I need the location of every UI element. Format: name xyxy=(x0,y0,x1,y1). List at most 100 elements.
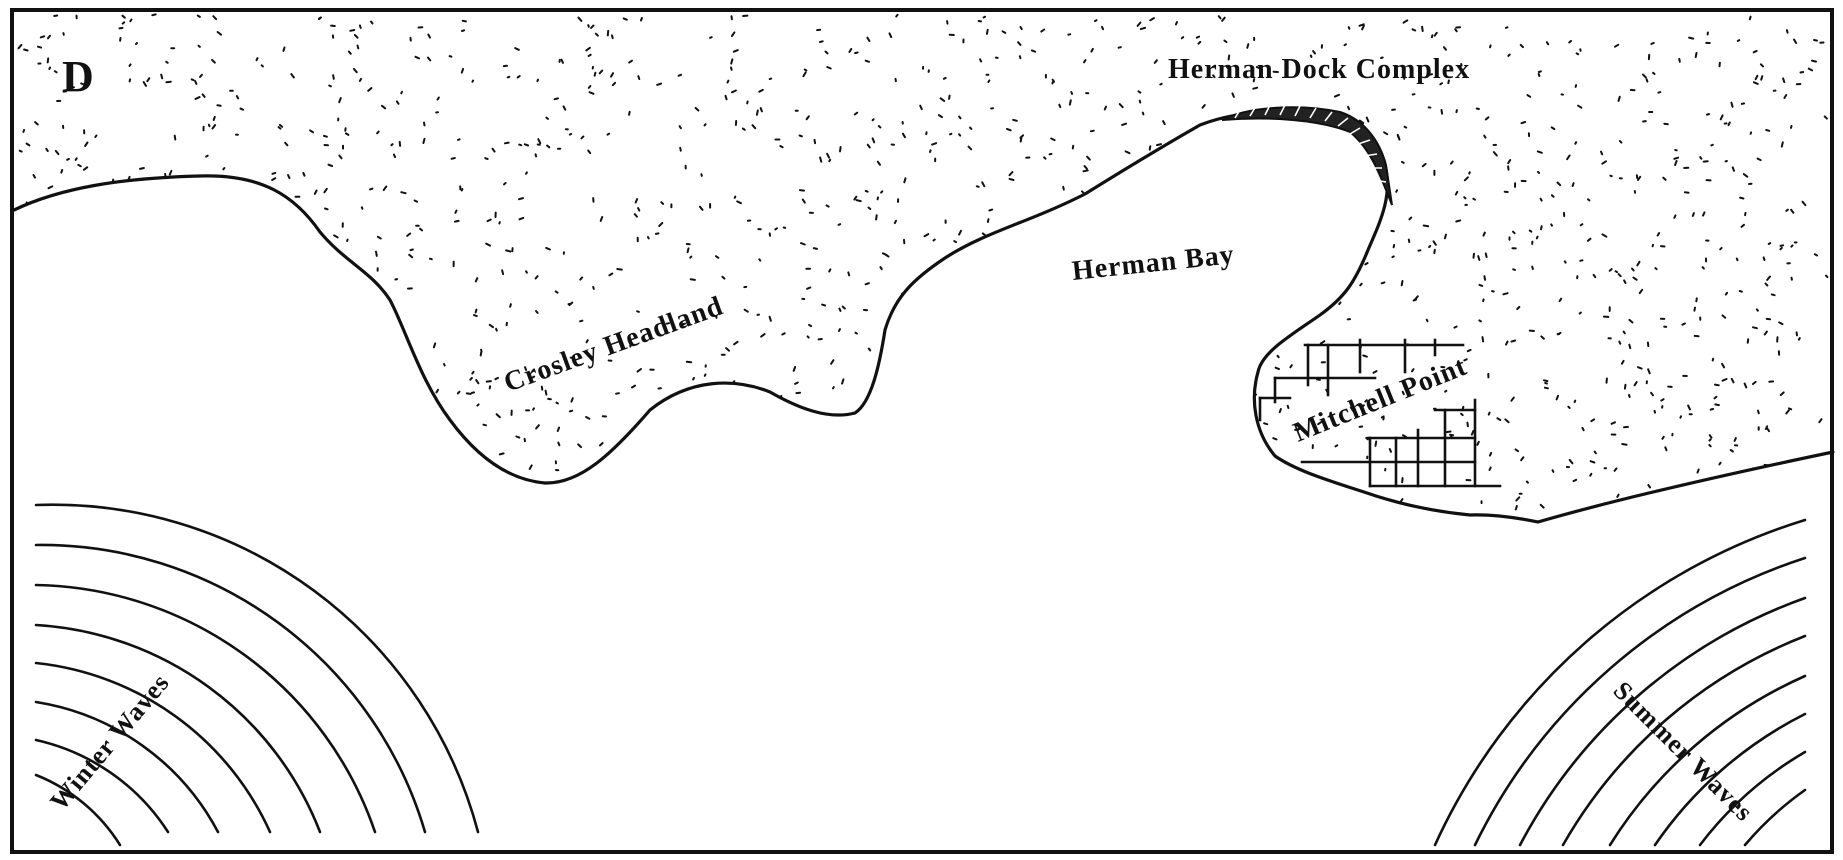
stipple-dot xyxy=(610,72,615,78)
stipple-dot xyxy=(855,199,862,203)
stipple-dot xyxy=(918,324,923,330)
stipple-dot xyxy=(1212,74,1216,79)
stipple-dot xyxy=(636,368,642,373)
stipple-dot xyxy=(503,182,507,186)
stipple-dot xyxy=(953,499,960,504)
stipple-dot xyxy=(985,28,989,35)
stipple-dot xyxy=(1544,381,1548,385)
stipple-dot xyxy=(413,199,418,203)
stipple-dot xyxy=(1470,429,1475,436)
stipple-dot xyxy=(470,492,476,496)
stipple-dot xyxy=(724,94,728,101)
stipple-dot xyxy=(1237,410,1240,415)
stipple-dot xyxy=(1101,452,1105,457)
stipple-dot xyxy=(77,320,81,325)
stipple-dot xyxy=(725,347,731,352)
stipple-dot xyxy=(131,446,135,451)
stipple-dot xyxy=(324,314,332,317)
stipple-dot xyxy=(535,424,540,430)
stipple-dot xyxy=(180,383,184,387)
stipple-dot xyxy=(504,141,510,145)
stipple-dot xyxy=(139,369,143,374)
stipple-dot xyxy=(1539,197,1543,202)
stipple-dot xyxy=(1053,359,1060,363)
stipple-dot xyxy=(1180,36,1185,40)
stipple-dot xyxy=(877,125,882,129)
stipple-dot xyxy=(246,326,251,331)
stipple-dot xyxy=(142,367,146,374)
stipple-dot xyxy=(1601,160,1607,165)
stipple-dot xyxy=(1573,399,1577,404)
stipple-dot xyxy=(580,135,585,140)
stipple-dot xyxy=(1660,398,1665,402)
stipple-dot xyxy=(333,234,339,239)
stipple-dot xyxy=(906,342,911,349)
stipple-dot xyxy=(157,363,164,367)
stipple-dot xyxy=(1270,177,1274,183)
stipple-dot xyxy=(498,452,505,456)
stipple-dot xyxy=(471,370,475,375)
stipple-dot xyxy=(173,296,178,303)
stipple-dot xyxy=(366,279,373,283)
stipple-dot xyxy=(101,245,108,249)
stipple-dot xyxy=(1268,159,1275,164)
stipple-dot xyxy=(355,332,360,338)
stipple-dot xyxy=(903,177,907,184)
stipple-dot xyxy=(988,313,992,317)
stipple-dot xyxy=(70,370,76,373)
stipple-dot xyxy=(970,321,976,325)
stipple-dot xyxy=(1403,125,1408,129)
stipple-dot xyxy=(223,444,228,449)
stipple-dot xyxy=(700,391,705,395)
stipple-dot xyxy=(211,58,216,64)
stipple-dot xyxy=(730,58,734,65)
stipple-dot xyxy=(1536,150,1543,154)
stipple-dot xyxy=(351,471,357,474)
stipple-dot xyxy=(1691,506,1694,511)
stipple-dot xyxy=(1118,103,1124,109)
stipple-dot xyxy=(1360,495,1365,501)
stipple-dot xyxy=(1392,244,1396,249)
stipple-dot xyxy=(1572,478,1578,483)
stipple-dot xyxy=(931,511,936,518)
stipple-dot xyxy=(56,326,63,330)
stipple-dot xyxy=(1550,223,1553,227)
stipple-dot xyxy=(1407,238,1411,243)
stipple-dot xyxy=(1536,170,1541,174)
stipple-dot xyxy=(1380,281,1386,285)
stipple-dot xyxy=(1286,404,1290,410)
stipple-dot xyxy=(1701,266,1705,270)
stipple-dot xyxy=(1762,256,1766,261)
stipple-dot xyxy=(1468,171,1471,175)
stipple-dot xyxy=(199,73,203,78)
stipple-dot xyxy=(75,358,80,362)
stipple-dot xyxy=(937,379,941,383)
stipple-dot xyxy=(942,76,947,80)
stipple-dot xyxy=(928,416,933,419)
stipple-dot xyxy=(979,58,983,63)
stipple-dot xyxy=(1143,349,1148,355)
stipple-dot xyxy=(282,46,286,52)
stipple-dot xyxy=(461,29,466,32)
stipple-dot xyxy=(875,214,878,221)
stipple-dot xyxy=(1818,418,1823,424)
stipple-dot xyxy=(1402,75,1406,80)
stipple-dot xyxy=(264,432,269,437)
stipple-dot xyxy=(262,421,265,426)
stipple-dot xyxy=(881,470,886,473)
stipple-dot xyxy=(1042,323,1048,329)
stipple-dot xyxy=(47,266,53,271)
stipple-dot xyxy=(1343,43,1347,47)
stipple-dot xyxy=(24,232,27,236)
stipple-dot xyxy=(1714,383,1720,387)
stipple-dot xyxy=(958,115,962,120)
stipple-dot xyxy=(284,141,289,147)
stipple-dot xyxy=(735,512,739,517)
stipple-dot xyxy=(364,388,367,394)
stipple-dot xyxy=(53,70,58,74)
stipple-dot xyxy=(1813,39,1818,42)
stipple-dot xyxy=(194,96,201,100)
stipple-dot xyxy=(1696,468,1700,474)
stipple-dot xyxy=(1242,234,1247,240)
stipple-dot xyxy=(1192,321,1197,326)
